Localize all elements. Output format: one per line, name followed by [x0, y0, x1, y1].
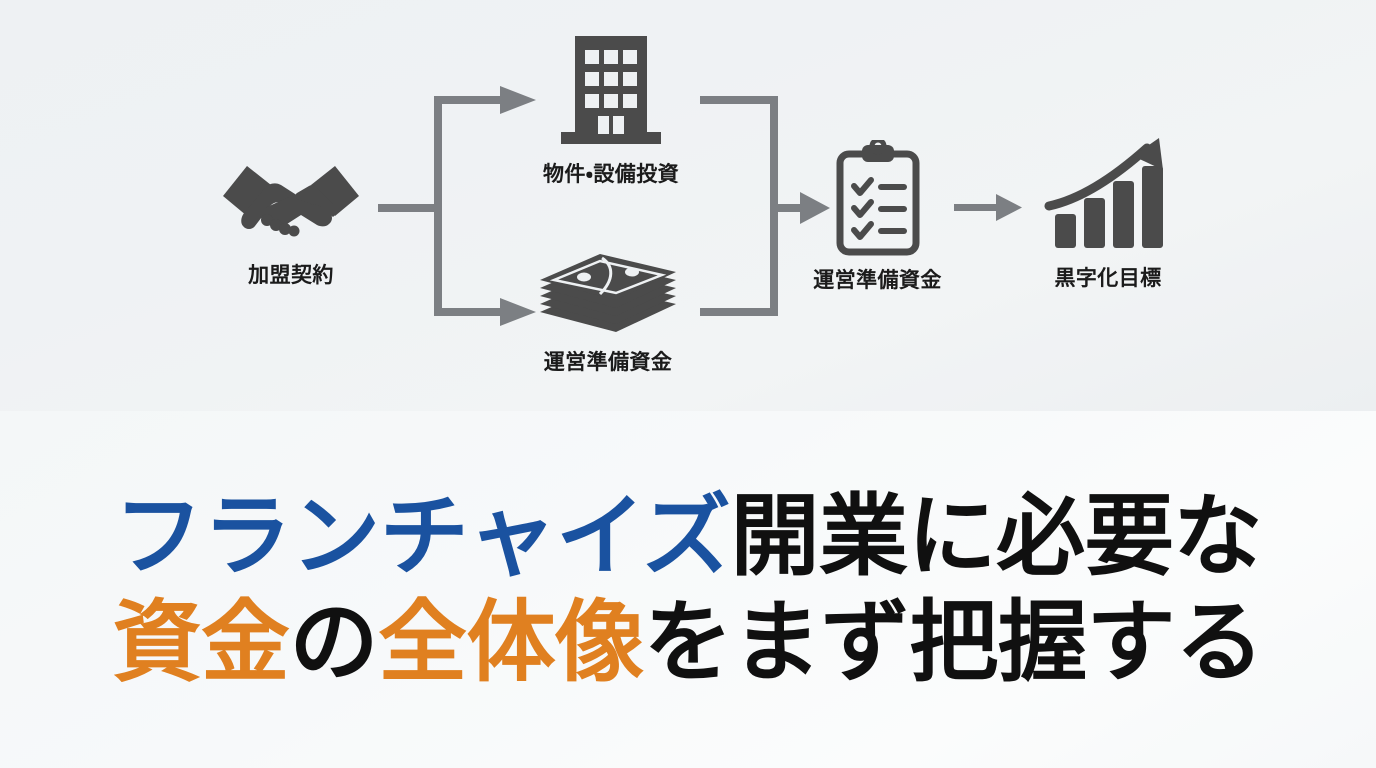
flow-node-property-label: 物件・設備投資 [542, 163, 680, 186]
connector-merge-lower [700, 308, 778, 316]
office-building-icon [551, 34, 671, 157]
clipboard-checklist-icon [826, 137, 930, 263]
headline-segment-funds: 資金 [112, 589, 290, 694]
flow-diagram-panel: 加盟契約 [0, 0, 1376, 411]
headline-segment-overall-picture: 全体像 [378, 589, 644, 694]
headline-segment-grasp-first: をまず把握する [643, 589, 1264, 694]
connector-branch-lower [434, 308, 506, 316]
flow-node-profit-goal[interactable]: 黒字化目標 [1028, 136, 1188, 290]
flow-node-prep-checklist[interactable]: 運営準備資金 [800, 137, 955, 292]
connector-contract-stem [378, 204, 438, 212]
handshake-icon [221, 158, 361, 258]
cash-stack-icon [528, 250, 688, 345]
headline-segment-no: の [289, 589, 379, 694]
flow-node-working-capital[interactable]: 運営準備資金 [508, 250, 708, 374]
connector-prep-profit [954, 204, 1002, 211]
headline-segment-franchise: フランチャイズ [114, 483, 731, 588]
connector-split-bar [434, 96, 442, 316]
flow-node-contract[interactable]: 加盟契約 [206, 158, 376, 287]
flow-node-profit-goal-label: 黒字化目標 [1054, 267, 1162, 290]
flow-node-contract-label: 加盟契約 [248, 264, 334, 287]
flow-node-prep-checklist-label: 運営準備資金 [813, 269, 942, 292]
flow-node-working-capital-label: 運営準備資金 [543, 351, 673, 374]
connector-merge-bar [770, 96, 778, 316]
flow-node-property[interactable]: 物件・設備投資 [516, 34, 706, 186]
headline-segment-opening-needed: 開業に必要な [730, 483, 1262, 588]
connector-merge-upper [700, 96, 778, 104]
growth-bar-chart-icon [1043, 136, 1173, 261]
arrowhead-to-profit [996, 194, 1022, 221]
headline-line-1: フランチャイズ開業に必要な [114, 483, 1262, 588]
connector-branch-upper [434, 96, 506, 104]
headline-panel: フランチャイズ開業に必要な 資金の全体像をまず把握する [0, 411, 1376, 768]
headline-line-2: 資金の全体像をまず把握する [112, 589, 1264, 694]
